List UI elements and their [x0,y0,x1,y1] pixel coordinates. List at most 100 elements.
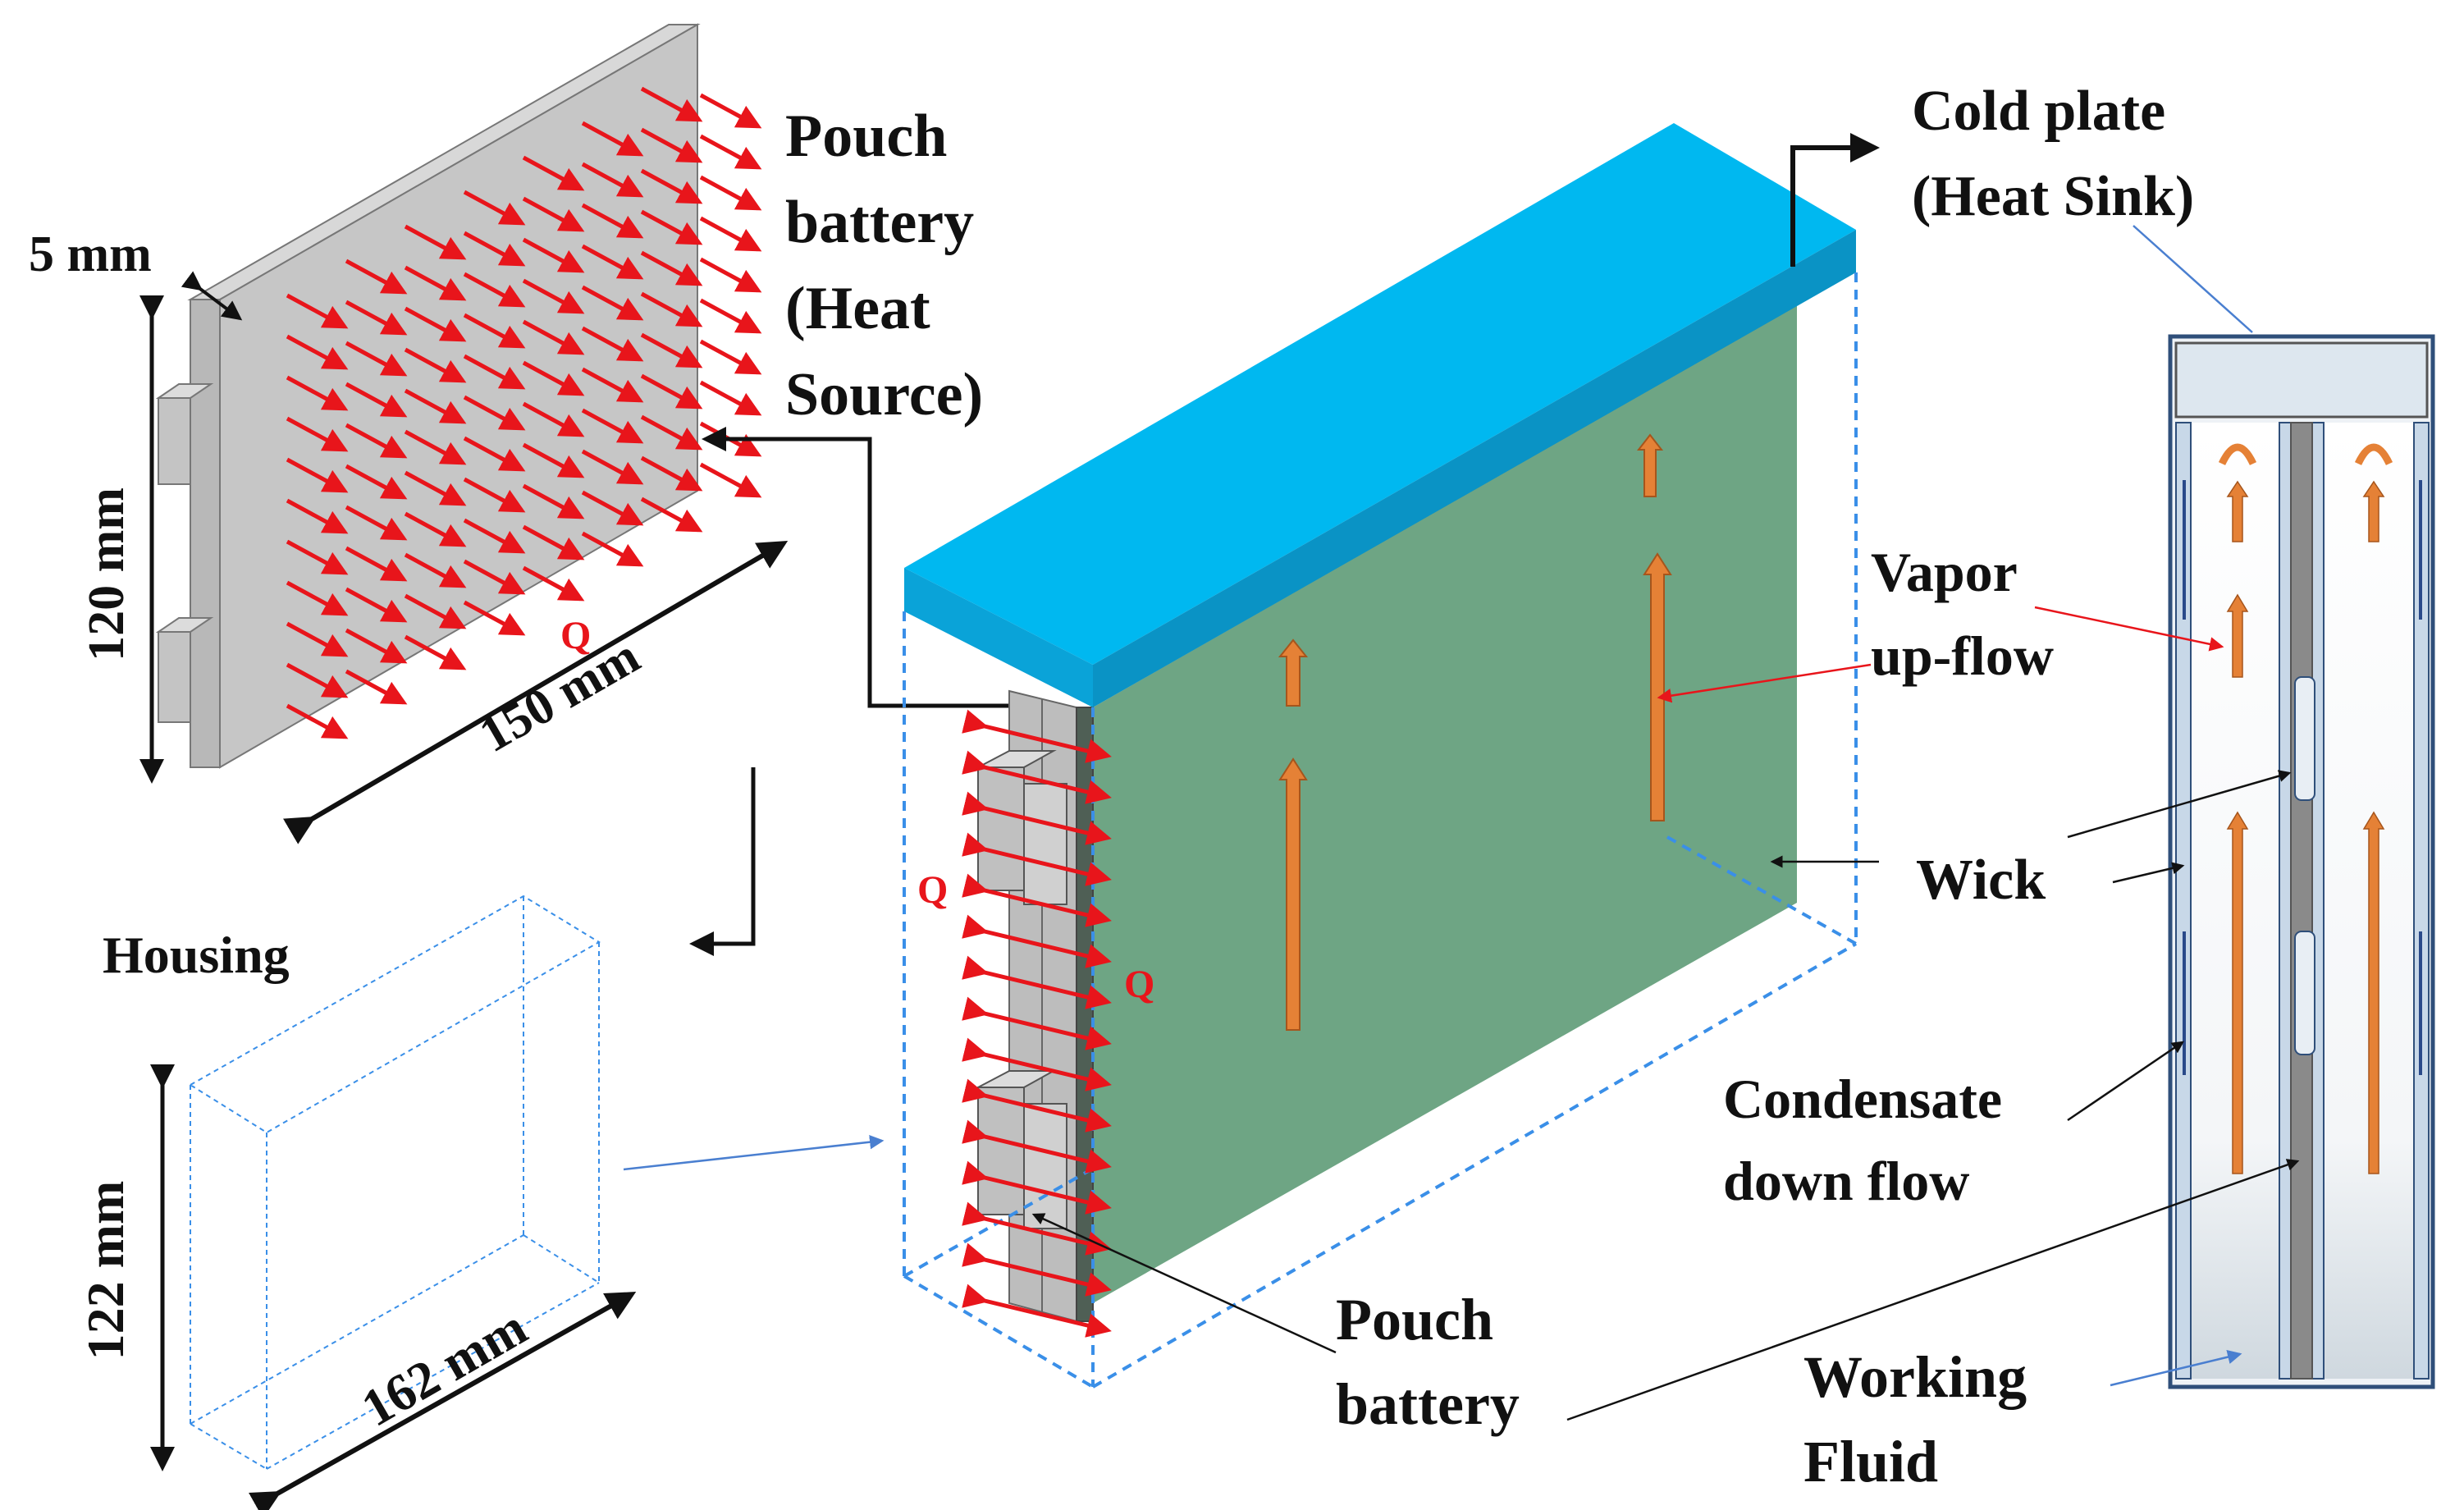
condensate-pointer [2067,1041,2185,1122]
heat-arrow [286,375,349,411]
heat-arrow [640,373,703,410]
heat-arrow [581,285,644,321]
heat-arrow [522,483,585,519]
dimension-thickness [181,271,243,321]
pouch-battery-bottom-line-2: battery [1336,1371,1520,1437]
pouch-battery-top-line-2: battery [785,189,974,256]
heat-arrow [522,237,585,273]
dimension-thickness-label: 5 mm [29,226,152,282]
heat-arrow [404,347,467,383]
vapor-turn-arrows [2218,443,2393,466]
working-fluid-line-2: Fluid [1803,1429,1938,1494]
pouch-battery-section-pointer [1566,1159,2300,1421]
heat-arrow [404,306,467,342]
heat-arrow [640,250,703,286]
heat-arrow [345,300,408,336]
vapor-label: Vapor up-flow [1871,541,2054,687]
heat-arrow [699,134,762,170]
housing-to-assembly-arrow [623,1134,885,1171]
vapor-pointer-center [1657,663,1872,703]
dimension-width-battery [283,540,789,844]
vapor-arrows-section [2226,480,2385,1174]
heat-arrow [463,436,526,472]
heat-q-label-right: Q [1124,963,1154,1006]
heat-pipe-body [1093,305,1797,1303]
heat-arrow [581,203,644,239]
housing-label: Housing [103,926,290,984]
tab-section-upper [2294,676,2315,801]
heat-arrow [522,155,585,191]
heat-arrow [463,313,526,349]
cold-plate-line-1: Cold plate [1912,80,2165,143]
heat-arrow [640,168,703,204]
wick-pointer-center [2067,770,2292,839]
battery-slab-right [1076,707,1094,1322]
heat-arrow [404,470,467,506]
heat-arrow [404,429,467,465]
heat-arrow [286,457,349,493]
heat-arrow [286,416,349,452]
heat-arrow [581,408,644,444]
heat-arrow [522,278,585,314]
heat-arrow [699,339,762,375]
heat-arrow [463,395,526,431]
vapor-arrows-assembly [1278,433,1672,1031]
dimension-width-battery-label: 150 mm [470,628,648,763]
condensate-line-2: down flow [1723,1150,1969,1212]
cold-plate-section-pointer [2133,225,2253,333]
heat-arrow [286,293,349,329]
cold-plate-front [904,568,1093,707]
vapor-line-2: up-flow [1871,625,2054,687]
heat-arrow [581,244,644,280]
cold-plate-pointer-arrow [1790,133,1880,267]
heat-arrow [463,354,526,390]
heat-arrow [522,401,585,437]
working-fluid-label: Working Fluid [1803,1344,2027,1494]
heat-arrow [640,291,703,327]
heat-arrow [640,332,703,368]
heat-arrow [581,449,644,485]
cold-plate-section [2174,341,2429,419]
heat-arrow [699,380,762,416]
pouch-battery-top-line-1: Pouch [785,103,947,170]
heat-arrow [463,231,526,267]
heat-arrow [581,121,644,157]
heat-arrow [404,224,467,260]
condensate-arrows [2183,480,2422,1075]
condensate-line-1: Condensate [1723,1068,2002,1130]
heat-arrow [286,334,349,370]
heat-arrow [522,442,585,478]
heat-arrow [345,259,408,295]
pouch-battery-top-line-3: (Heat [785,275,930,342]
housing-pointer-arrow [689,767,756,956]
cold-plate-top [904,123,1856,665]
heat-arrow [581,490,644,526]
pouch-battery-bottom-label: Pouch battery [1336,1287,1520,1437]
heat-arrow [286,498,349,534]
wick-left-outer [2175,422,2192,1380]
heat-arrow [345,341,408,377]
heat-arrow [463,190,526,226]
heat-arrow [522,319,585,355]
working-fluid-pointer [2110,1350,2242,1387]
pouch-battery-model [155,23,762,769]
heat-arrow [699,93,762,129]
heat-arrow [581,162,644,198]
heat-arrow [699,257,762,293]
heat-arrow [345,423,408,459]
vapor-pointer-right [2034,606,2224,652]
heat-arrow [463,272,526,308]
vapor-line-1: Vapor [1871,541,2018,603]
heat-arrow [640,209,703,245]
heat-arrow [522,360,585,396]
cold-plate-line-2: (Heat Sink) [1912,165,2194,228]
heat-arrow [345,382,408,418]
pouch-battery-top-label: Pouch battery (Heat Source) [785,103,983,428]
heat-arrow [640,127,703,163]
wick-label: Wick [1916,849,2046,912]
cold-plate-label: Cold plate (Heat Sink) [1912,80,2194,228]
battery-section [2290,422,2313,1380]
heat-arrow [345,505,408,541]
wick-right-outer [2413,422,2430,1380]
